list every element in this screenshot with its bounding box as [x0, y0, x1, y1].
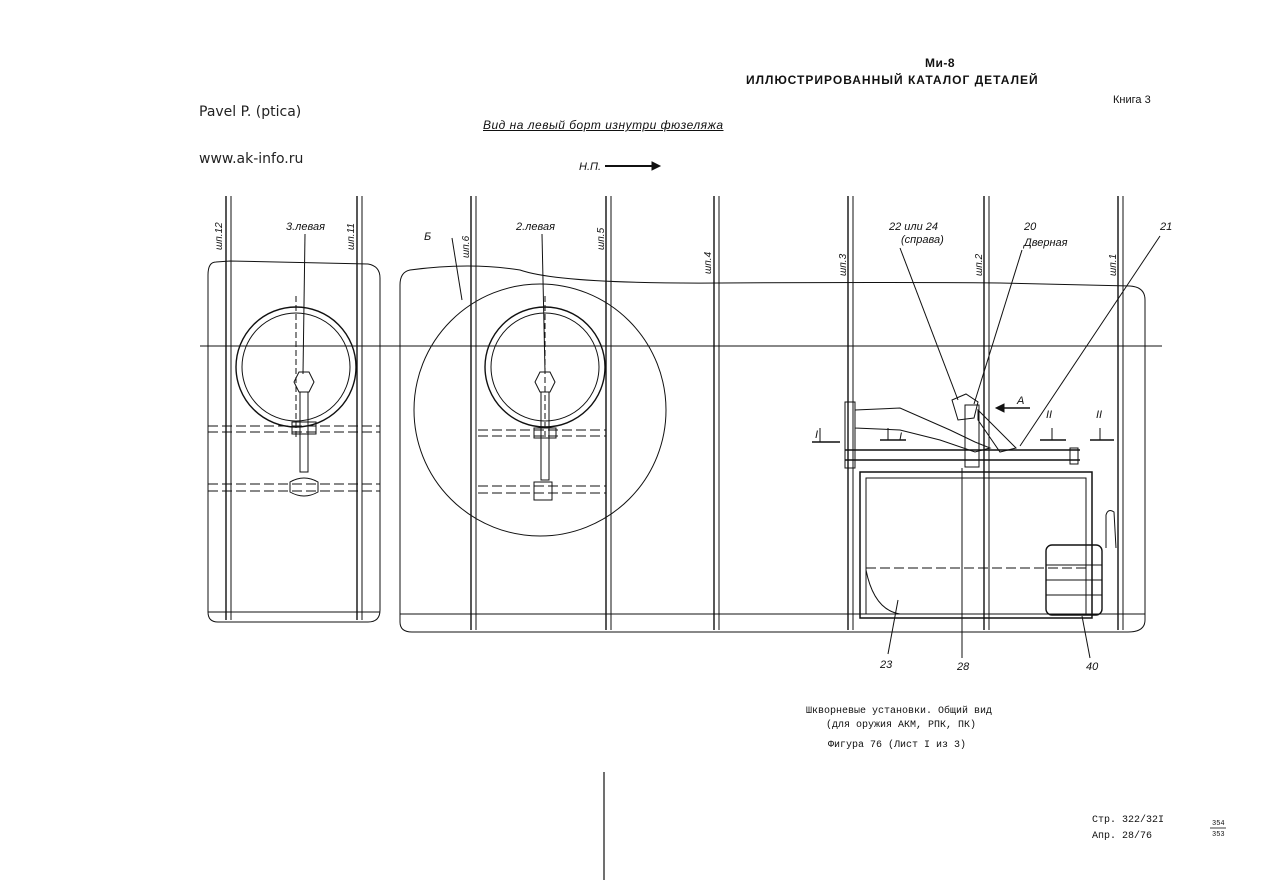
callout-22-sub: (справа): [901, 234, 944, 246]
watermark-site: www.ak-info.ru: [199, 151, 304, 167]
callout-40: 40: [1086, 661, 1099, 673]
pintle-2-clamp: [533, 427, 557, 439]
book-number: Книга 3: [1113, 94, 1151, 106]
callout-20-sub: Дверная: [1022, 237, 1068, 249]
callout-section-1a: I: [815, 429, 818, 441]
figure-label: Фигура 76 (Лист I из 3): [828, 739, 966, 751]
callout-left2: 2.левая: [515, 221, 555, 233]
catalog-title: ИЛЛЮСТРИРОВАННЫЙ КАТАЛОГ ДЕТАЛЕЙ: [746, 73, 1039, 87]
leader-left2: [541, 233, 546, 373]
caption-line-1: Шкворневые установки. Общий вид: [806, 704, 992, 717]
frame-label-6: шп.6: [461, 235, 472, 258]
callout-a: А: [1016, 395, 1024, 407]
revision-date: Апр. 28/76: [1092, 830, 1152, 842]
door-rail-end: [1069, 447, 1079, 465]
door-bracket-left: [844, 401, 856, 469]
pintle-3-clamp: [291, 421, 317, 435]
window-3-inner: [241, 312, 351, 422]
frame-label-12: шп.12: [214, 222, 225, 250]
door-brace: [977, 408, 1017, 453]
page-number: Стр. 322/32I: [1092, 814, 1164, 826]
pintle-2-base: [533, 481, 553, 501]
callout-section-2b: II: [1096, 409, 1102, 421]
frame-label-5: шп.5: [596, 227, 607, 250]
sheet-number-top: 354: [1212, 820, 1225, 828]
direction-arrow-head: [651, 161, 662, 171]
pintle-2-head: [534, 371, 556, 393]
leader-22: [899, 247, 959, 401]
callout-23: 23: [879, 659, 893, 671]
view-caption: Вид на левый борт изнутри фюзеляжа: [483, 118, 724, 132]
leader-left3: [302, 233, 306, 375]
callout-28: 28: [956, 661, 970, 673]
frame-label-11: шп.11: [346, 223, 357, 250]
caption-line-2: (для оружия АКМ, РПК, ПК): [826, 719, 976, 731]
door-pintle-head: [951, 393, 979, 421]
leader-b: [451, 237, 463, 301]
left-panel-outline: [207, 260, 381, 623]
frame-label-3: шп.3: [838, 253, 849, 276]
can-40-handle: [1105, 510, 1117, 549]
callout-20: 20: [1023, 221, 1037, 233]
leader-23: [887, 599, 899, 655]
aircraft-model: Ми-8: [925, 56, 956, 70]
door-arm: [854, 407, 992, 453]
callout-left3: 3.левая: [286, 221, 325, 233]
door-pintle-post: [964, 404, 980, 468]
leader-21: [1019, 235, 1161, 447]
frame-label-1: шп.1: [1108, 254, 1119, 276]
callout-section-2a: II: [1046, 409, 1052, 421]
sheet-number-bottom: 353: [1212, 831, 1225, 839]
leader-40: [1081, 615, 1091, 659]
detail-b-circle: [413, 283, 667, 537]
frame-label-2: шп.2: [974, 253, 985, 276]
callout-section-1b: I: [899, 431, 902, 443]
pintle-3-base: [289, 477, 319, 497]
frame-label-4: шп.4: [703, 251, 714, 274]
view-a-arrow-head: [994, 403, 1005, 413]
callout-22: 22 или 24: [888, 221, 938, 233]
main-panel-outline: [399, 265, 1146, 633]
ammo-box-curve: [865, 569, 901, 615]
leader-20: [973, 249, 1023, 405]
pintle-3-head: [293, 371, 315, 393]
direction-label: Н.П.: [579, 161, 601, 173]
ammo-box-inner: [865, 477, 1087, 615]
callout-b: Б: [424, 231, 431, 243]
window-2-inner: [490, 312, 600, 422]
watermark-author: Pavel P. (ptica): [199, 104, 302, 120]
callout-21: 21: [1159, 221, 1172, 233]
